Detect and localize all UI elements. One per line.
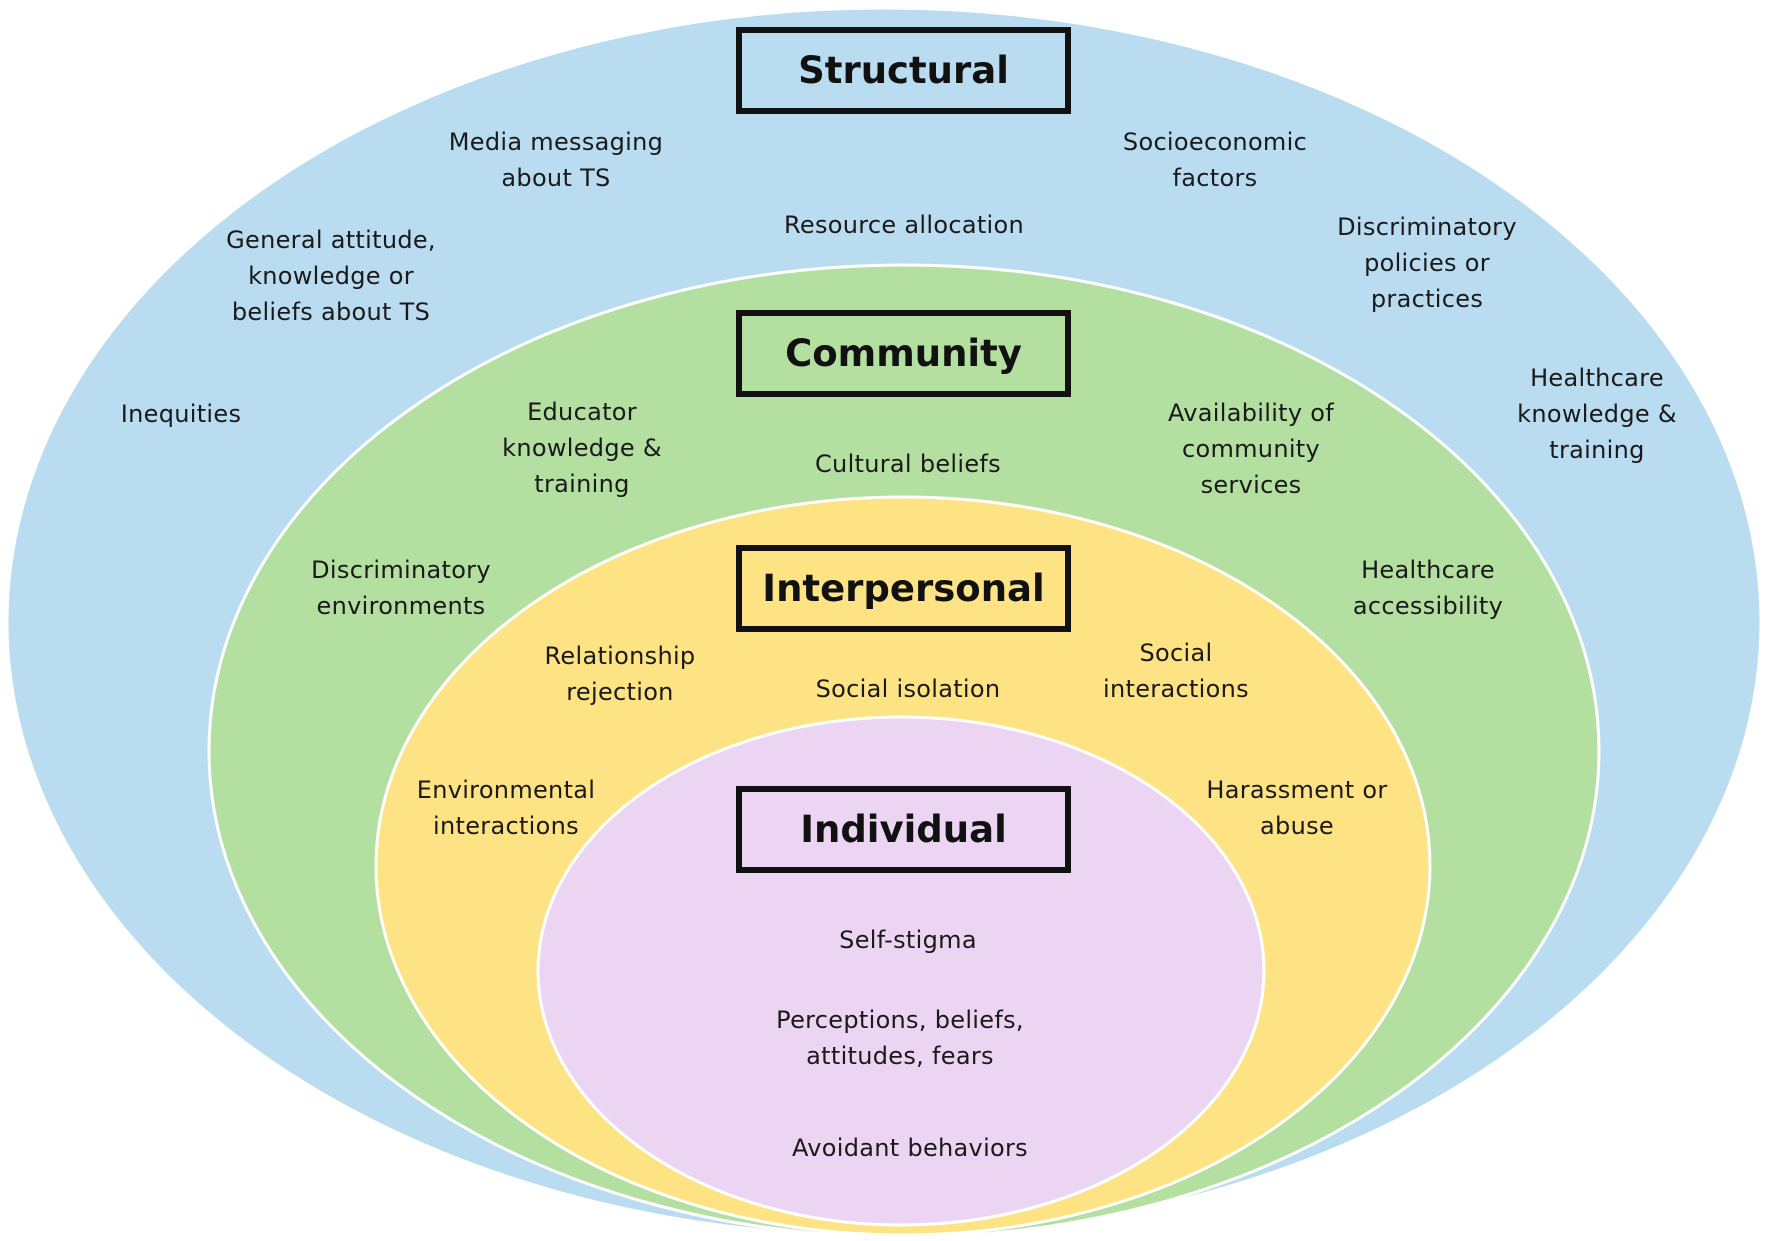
factor-discriminatory-environments: Discriminatory environments <box>311 556 491 620</box>
community-title: Community <box>736 310 1071 397</box>
factor-discriminatory-policies: Discriminatory policies or practices <box>1337 213 1517 313</box>
factor-environmental-interactions: Environmental interactions <box>416 776 596 840</box>
factor-perceptions-beliefs: Perceptions, beliefs, attitudes, fears <box>776 1006 1024 1070</box>
factor-social-interactions: Social interactions <box>1103 639 1249 703</box>
factor-socioeconomic: Socioeconomic factors <box>1122 128 1308 192</box>
interpersonal-title: Interpersonal <box>736 545 1071 632</box>
factor-relationship-rejection: Relationship rejection <box>544 642 696 706</box>
factor-social-isolation: Social isolation <box>815 675 1001 703</box>
factor-resource-allocation: Resource allocation <box>784 211 1024 239</box>
individual-title: Individual <box>736 786 1071 873</box>
factor-self-stigma: Self-stigma <box>839 926 977 954</box>
factor-harassment-abuse: Harassment or abuse <box>1206 776 1388 840</box>
factor-educator-knowledge: Educator knowledge & training <box>502 398 662 498</box>
factor-avoidant-behaviors: Avoidant behaviors <box>791 1134 1028 1162</box>
factor-media-messaging: Media messaging about TS <box>448 128 664 192</box>
factor-healthcare-knowledge: Healthcare knowledge & training <box>1517 364 1677 464</box>
factor-community-services: Availability of community services <box>1167 399 1335 499</box>
factor-inequities: Inequities <box>120 400 242 428</box>
structural-title: Structural <box>736 27 1071 114</box>
factor-cultural-beliefs: Cultural beliefs <box>815 450 1001 478</box>
individual-ellipse <box>536 715 1266 1227</box>
factor-healthcare-accessibility: Healthcare accessibility <box>1352 556 1504 620</box>
factor-general-attitude: General attitude, knowledge or beliefs a… <box>226 226 436 326</box>
